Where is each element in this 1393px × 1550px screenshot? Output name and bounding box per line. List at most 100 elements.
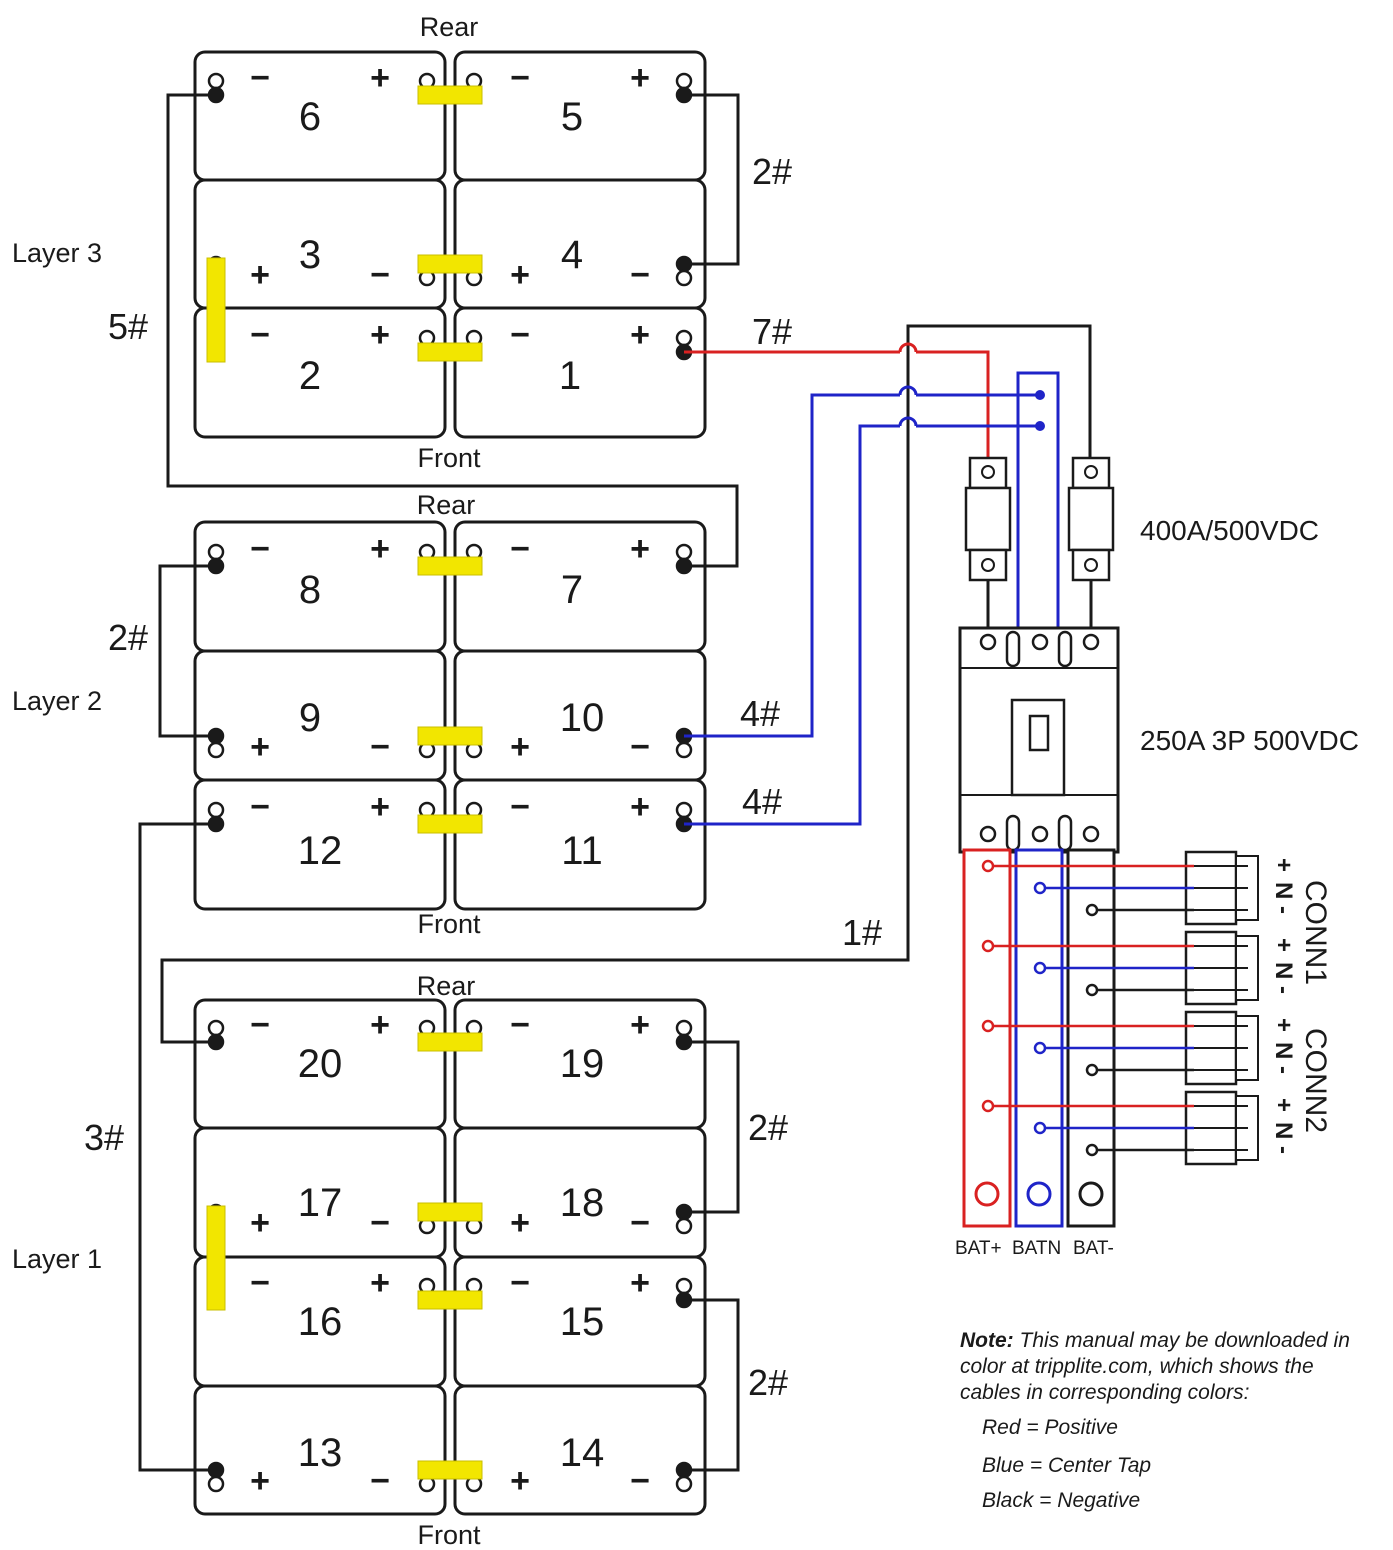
wire-2-a (684, 93, 740, 266)
cell-16-15-terminals-s2: + (370, 1264, 390, 1302)
cable-label-2-b: 2# (108, 617, 148, 658)
jumper-h-1 (417, 254, 483, 274)
cell-8-7-terminals-s3: − (510, 530, 530, 568)
wire-2-d (684, 1298, 740, 1472)
fuse-negative-body (1067, 486, 1115, 552)
layer3-row2-left-cell (193, 306, 447, 439)
layer-1-front-label: Front (417, 1520, 481, 1550)
layer-3-front-label: Front (417, 443, 481, 473)
cell-2-1-terminals-s4: + (630, 316, 650, 354)
cell-17-18-terminals-s3: + (510, 1204, 530, 1242)
cell-8-7-terminals-s4: + (630, 530, 650, 568)
cell-16-15-terminals-t5 (675, 1277, 693, 1295)
fuse-breaker-busbar-assembly (958, 390, 1259, 1228)
jumper-h-4 (417, 726, 483, 746)
cell-16-15-terminals-s4: + (630, 1264, 650, 1302)
jumper-h-3 (417, 556, 483, 576)
cell-12-11-terminals-s2: + (370, 788, 390, 826)
layer3-row2-right-cell (453, 306, 707, 439)
connector-1-lug-0 (981, 939, 995, 953)
layer2-row2-left-cell (193, 778, 447, 911)
connector-2-label: CONN2 (1299, 1028, 1332, 1133)
breaker-rating-label: 250A 3P 500VDC (1140, 725, 1359, 756)
connector-1-pin-label-2: - (1270, 986, 1297, 994)
cable-label-7: 7# (752, 311, 792, 352)
connector-1-lug-2 (1085, 983, 1099, 997)
cell-7-number: 7 (561, 568, 583, 612)
cell-20-19-terminals-s3: − (510, 1006, 530, 1044)
jumper-h-9 (417, 1460, 483, 1480)
fuse-positive-top-hole (981, 465, 995, 479)
breaker-bottom-terminal-0 (979, 825, 997, 843)
connector-2-pin-label-1: N (1270, 1042, 1297, 1059)
breaker-top-terminal-0 (979, 633, 997, 651)
cell-13-14-terminals-t6 (675, 1475, 693, 1493)
connector-2-lug-1 (1033, 1041, 1047, 1055)
jumper-h-6 (417, 1032, 483, 1052)
color-note: Note: This manual may be downloaded in c… (960, 1328, 1380, 1406)
breaker-bottom-terminal-1 (1031, 825, 1049, 843)
cell-2-1-terminals-t5 (675, 329, 693, 347)
cell-17-18-terminals-s4: − (630, 1204, 650, 1242)
cell-13-number: 13 (298, 1431, 343, 1475)
cell-8-7-terminals-t5 (675, 543, 693, 561)
cell-8-number: 8 (299, 568, 321, 612)
breaker-top-slot-0 (1005, 630, 1021, 668)
cell-6-5-terminals-t5 (675, 72, 693, 90)
cell-13-14-terminals-s3: + (510, 1462, 530, 1500)
cell-10-number: 10 (560, 696, 605, 740)
jumper-h-2 (417, 342, 483, 362)
connector-2-pin-label-0: + (1270, 1018, 1297, 1032)
fuse-negative-top-hole (1084, 465, 1098, 479)
cell-3-4-terminals-s2: − (370, 256, 390, 294)
layer-3-rear-label: Rear (420, 12, 479, 42)
layer1-row3-left-cell (193, 1384, 447, 1516)
cell-9-10-terminals-t6 (675, 741, 693, 759)
cell-3-4-terminals-s1: + (250, 256, 270, 294)
breaker-bottom-slot-1 (1057, 814, 1073, 852)
cell-13-14-terminals-s4: − (630, 1462, 650, 1500)
cell-9-10-terminals-s2: − (370, 728, 390, 766)
wire-4-a-hop (898, 385, 918, 396)
cell-2-number: 2 (299, 354, 321, 398)
connector-3-lug-2 (1085, 1143, 1099, 1157)
connector-0-pin-label-2: - (1270, 906, 1297, 914)
layer-2-label: Layer 2 (12, 686, 102, 716)
cell-12-number: 12 (298, 829, 343, 873)
cell-20-number: 20 (298, 1042, 343, 1086)
cell-13-14-terminals-t2 (207, 1475, 225, 1493)
jumper-h-7 (417, 1202, 483, 1222)
cell-19-number: 19 (560, 1042, 605, 1086)
cable-label-1: 1# (842, 912, 882, 953)
jumper-h-5 (417, 814, 483, 834)
cell-2-1-terminals-s2: + (370, 316, 390, 354)
connector-2-lug-0 (981, 1019, 995, 1033)
breaker-top-terminal-2 (1082, 633, 1100, 651)
jumper-v-layer1 (206, 1205, 226, 1311)
layer-2-rear-label: Rear (417, 490, 476, 520)
layer-2-front-label: Front (417, 909, 481, 939)
cable-runs (138, 93, 1093, 1472)
connector-pin-labels: +N-+N-+N-+N- (1270, 858, 1297, 1154)
connector-1-pin-label-1: N (1270, 962, 1297, 979)
fuse-positive-body (964, 486, 1012, 552)
wire-2-c (684, 1040, 740, 1214)
cell-6-5-terminals-s3: − (510, 59, 530, 97)
breaker-bottom-slot-0 (1005, 814, 1021, 852)
cell-18-number: 18 (560, 1181, 605, 1225)
busbar-positive-mount-hole (974, 1181, 1000, 1207)
wire-3 (138, 822, 216, 1472)
connector-3-lug-1 (1033, 1121, 1047, 1135)
busbar-positive (962, 848, 1012, 1228)
jumper-h-0 (417, 85, 483, 105)
jumper-v-layer3 (206, 257, 226, 363)
cell-16-number: 16 (298, 1300, 343, 1344)
breaker-bottom-terminal-2 (1082, 825, 1100, 843)
cell-16-15-terminals-s3: − (510, 1264, 530, 1302)
cell-3-4-terminals-t6 (675, 269, 693, 287)
cell-8-7-terminals-s1: − (250, 530, 270, 568)
battery-cells: −+−++−+−−+−+−+−++−+−−+−+−+−++−+−−+−++−+− (193, 50, 707, 1516)
layer2-row2-right-cell (453, 778, 707, 911)
wire-7-hop (898, 342, 918, 353)
fuse-positive-bottom-hole (981, 558, 995, 572)
